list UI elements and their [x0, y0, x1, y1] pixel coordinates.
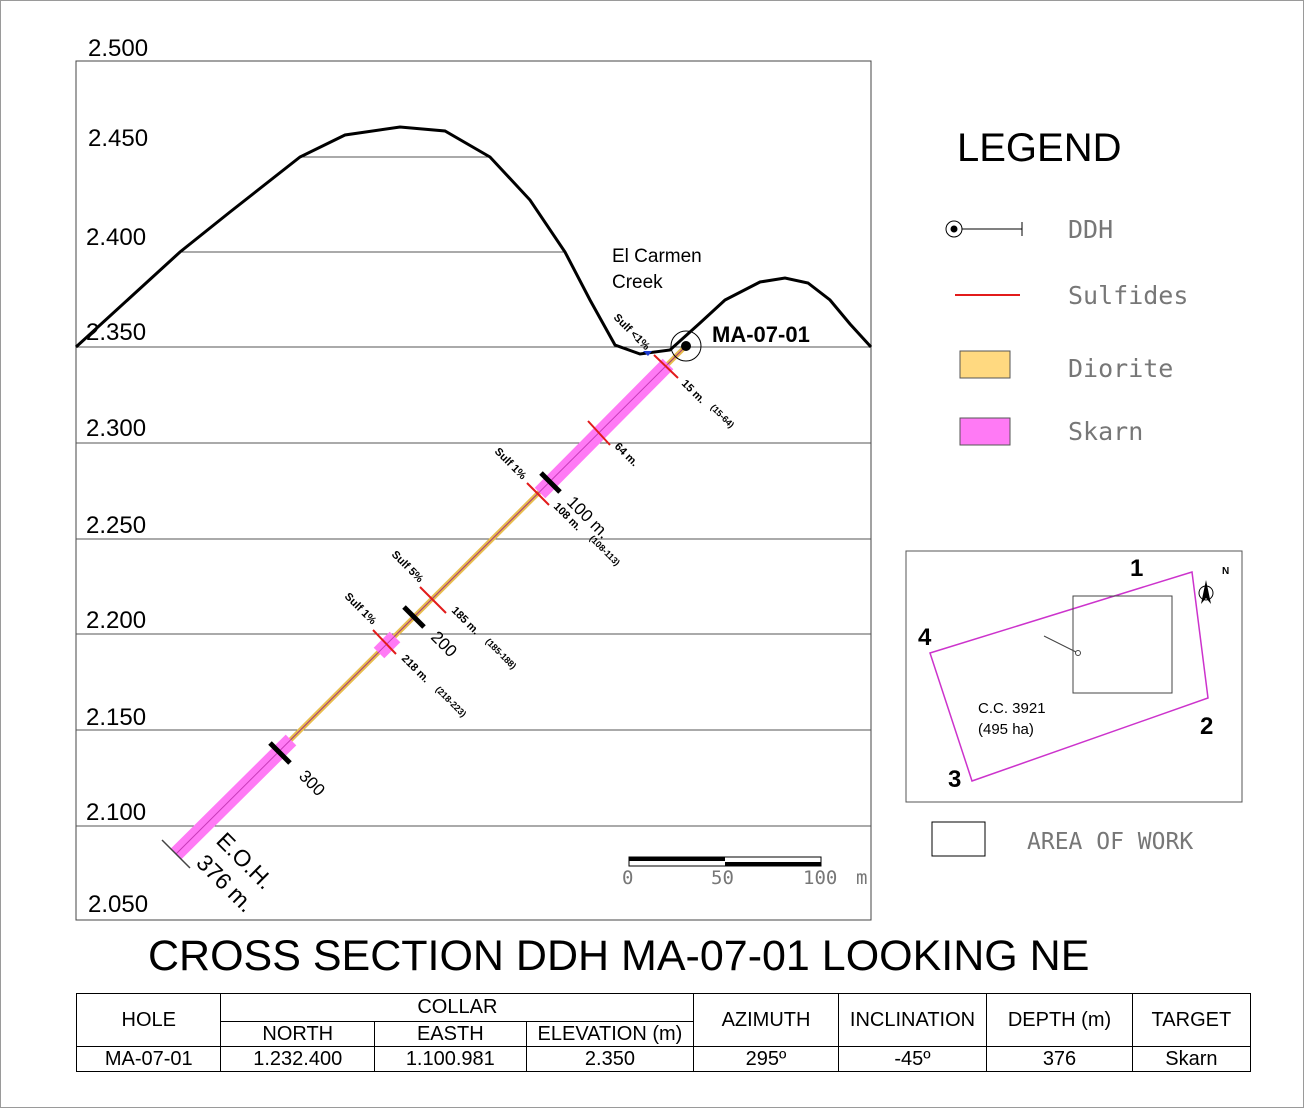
- table-cell: 2.350: [525, 1046, 695, 1072]
- creek-label: Creek: [612, 272, 663, 293]
- sulfide-annotation: Sulf 5%: [389, 549, 426, 586]
- area-of-work-swatch: [931, 821, 986, 857]
- depth-range: (108-113): [588, 533, 622, 567]
- legend-sulfides-label: Sulfides: [1068, 281, 1188, 310]
- legend-title: LEGEND: [957, 126, 1122, 170]
- legend-diorite-swatch: [959, 350, 1011, 379]
- claim-label: (495 ha): [978, 721, 1034, 738]
- scale-bar: [628, 856, 822, 867]
- depth-range: (15-64): [709, 402, 737, 430]
- table-header: DEPTH (m): [986, 993, 1133, 1047]
- creek-marker: [643, 351, 652, 356]
- table-header: INCLINATION: [837, 993, 988, 1047]
- elevation-label: 2.500: [88, 35, 148, 62]
- page-title: CROSS SECTION DDH MA-07-01 LOOKING NE: [148, 932, 1089, 980]
- elevation-label: 2.100: [86, 799, 146, 826]
- map-drill-trace: [1043, 635, 1077, 653]
- sulfide-annotation: Sulf 1%: [492, 446, 529, 483]
- legend-diorite-label: Diorite: [1068, 354, 1173, 383]
- location-map-frame: [905, 550, 1243, 803]
- corner-label: 3: [948, 766, 961, 793]
- hole-label: MA-07-01: [712, 322, 810, 347]
- depth-annotation: 185 m.: [449, 605, 482, 638]
- scale-label: 50: [711, 867, 734, 889]
- corner-label: 1: [1130, 555, 1143, 582]
- depth-annotation: 15 m.: [679, 378, 707, 406]
- elevation-label: 2.400: [86, 224, 146, 251]
- claim-outline: [929, 571, 1209, 782]
- north-label: N: [1222, 566, 1229, 577]
- legend-skarn-swatch: [959, 417, 1011, 446]
- legend-ddh-symbol: [945, 220, 1023, 238]
- topography-profile: [74, 125, 873, 356]
- legend-ddh-label: DDH: [1068, 215, 1113, 244]
- depth-annotation: 64 m.: [612, 441, 640, 469]
- map-collar: [1075, 650, 1081, 656]
- table-header: TARGET: [1131, 993, 1252, 1047]
- elevation-label: 2.200: [86, 607, 146, 634]
- table-cell: 295º: [693, 1046, 839, 1072]
- elevation-label: 2.150: [86, 704, 146, 731]
- corner-label: 2: [1200, 713, 1213, 740]
- collar-table: HOLE COLLAR AZIMUTH INCLINATION DEPTH (m…: [75, 993, 1252, 1072]
- collar-point: [681, 341, 691, 351]
- table-cell: 1.100.981: [374, 1046, 527, 1072]
- depth-range: (185-188): [484, 636, 519, 671]
- table-cell: -45º: [837, 1046, 988, 1072]
- elevation-label: 2.250: [86, 512, 146, 539]
- legend-skarn-label: Skarn: [1068, 417, 1143, 446]
- table-header: ELEVATION (m): [525, 1020, 695, 1048]
- section-frame: [75, 60, 872, 921]
- depth-annotation: 300: [295, 766, 328, 799]
- table-cell: 1.232.400: [220, 1046, 376, 1072]
- scale-label: m: [856, 867, 867, 889]
- eoh-tick: [161, 839, 191, 869]
- table-cell: Skarn: [1131, 1046, 1252, 1072]
- scale-label: 0: [622, 867, 633, 889]
- depth-range: (218-223): [434, 684, 469, 719]
- sulfide-annotation: Sulf 1%: [342, 591, 379, 628]
- elevation-label: 2.450: [88, 125, 148, 152]
- collar-symbol: [670, 330, 702, 362]
- claim-label: C.C. 3921: [978, 700, 1046, 717]
- depth-ticks: [268, 471, 562, 765]
- table-header: COLLAR: [220, 993, 695, 1022]
- area-of-work-label: AREA OF WORK: [1027, 829, 1193, 855]
- scale-label: 100: [803, 867, 837, 889]
- corner-label: 4: [918, 624, 932, 651]
- area-of-work-box: [1072, 595, 1173, 694]
- table-cell: MA-07-01: [75, 1046, 222, 1072]
- elevation-grid: [76, 156, 871, 827]
- elevation-label: 2.050: [88, 891, 148, 918]
- table-header: EASTH: [374, 1020, 527, 1048]
- elevation-label: 2.350: [86, 319, 146, 346]
- table-header: HOLE: [75, 993, 222, 1047]
- north-arrow-icon: [1198, 580, 1214, 604]
- table-cell: 376: [986, 1046, 1133, 1072]
- depth-annotation: 218 m.: [399, 653, 432, 686]
- table-header: AZIMUTH: [693, 993, 839, 1047]
- depth-annotation: 200: [427, 627, 460, 660]
- elevation-label: 2.300: [86, 415, 146, 442]
- sulfide-marks: [372, 354, 679, 655]
- creek-label: El Carmen: [612, 246, 702, 267]
- table-header: NORTH: [220, 1020, 376, 1048]
